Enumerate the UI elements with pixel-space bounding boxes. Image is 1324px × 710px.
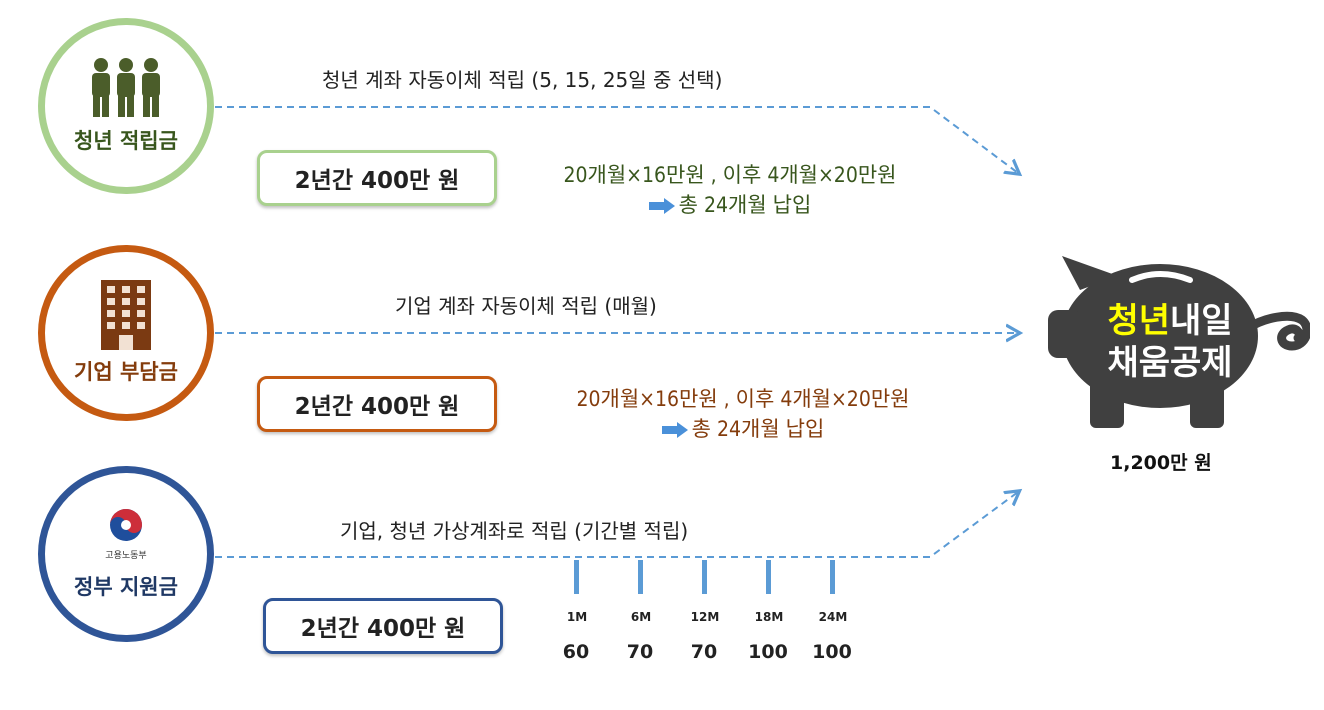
youth-detail-line1: 20개월×16만원 , 이후 4개월×20만원 xyxy=(563,163,897,187)
schedule-tick-6m xyxy=(638,560,643,594)
schedule-month: 1M xyxy=(566,610,588,624)
company-detail-line1: 20개월×16만원 , 이후 4개월×20만원 xyxy=(576,387,910,411)
piggy-bank-icon xyxy=(1048,256,1310,428)
piggy-bank-label-rest: 내일 xyxy=(1170,301,1233,341)
schedule-tick-12m xyxy=(702,560,707,594)
company-detail-line2: 총 24개월 납입 xyxy=(691,417,825,441)
schedule-month: 12M xyxy=(690,610,720,624)
government-org-name: 고용노동부 xyxy=(105,550,147,561)
company-flow-label: 기업 계좌 자동이체 적립 (매월) xyxy=(395,294,657,318)
government-support-title: 정부 지원금 xyxy=(74,574,178,599)
youth-savings-title: 청년 적립금 xyxy=(74,129,178,153)
youth-detail-line2: 총 24개월 납입 xyxy=(678,193,812,217)
company-detail: 20개월×16만원 , 이후 4개월×20만원 총 24개월 납입 xyxy=(548,384,938,444)
government-emblem-icon xyxy=(110,508,142,541)
right-arrow-icon xyxy=(661,422,688,438)
youth-amount-box: 2년간 400만 원 xyxy=(257,150,497,206)
government-support-circle: 고용노동부 정부 지원금 xyxy=(38,466,214,642)
arrow-youth xyxy=(215,106,1018,173)
government-amount: 2년간 400만 원 xyxy=(300,616,466,642)
schedule-month: 18M xyxy=(754,610,784,624)
arrow-government xyxy=(215,492,1018,558)
schedule-tick-18m xyxy=(766,560,771,594)
piggy-bank-label: 청년내일 채움공제 xyxy=(1080,300,1260,384)
government-flow-label: 기업, 청년 가상계좌로 적립 (기간별 적립) xyxy=(340,519,689,543)
government-amount-box: 2년간 400만 원 xyxy=(263,598,503,654)
schedule-value: 100 xyxy=(748,641,788,663)
company-amount: 2년간 400만 원 xyxy=(294,394,460,420)
schedule-month: 24M xyxy=(818,610,848,624)
youth-flow-label: 청년 계좌 자동이체 적립 (5, 15, 25일 중 선택) xyxy=(322,68,723,92)
schedule-tick-1m xyxy=(574,560,579,594)
schedule-month: 6M xyxy=(630,610,652,624)
building-icon xyxy=(101,280,151,350)
schedule-value: 100 xyxy=(812,641,852,663)
piggy-bank-label-highlight: 청년 xyxy=(1107,301,1170,341)
youth-amount: 2년간 400만 원 xyxy=(294,168,460,194)
people-icon xyxy=(92,58,160,117)
company-amount-box: 2년간 400만 원 xyxy=(257,376,497,432)
total-amount: 1,200만 원 xyxy=(1110,452,1212,474)
youth-savings-circle: 청년 적립금 xyxy=(38,18,214,194)
right-arrow-icon xyxy=(648,198,675,214)
company-contribution-circle: 기업 부담금 xyxy=(38,245,214,421)
schedule-value: 60 xyxy=(562,641,590,663)
company-contribution-title: 기업 부담금 xyxy=(74,360,178,384)
piggy-bank-label-line2: 채움공제 xyxy=(1107,343,1233,383)
schedule-value: 70 xyxy=(690,641,718,663)
schedule-tick-24m xyxy=(830,560,835,594)
schedule-value: 70 xyxy=(626,641,654,663)
youth-detail: 20개월×16만원 , 이후 4개월×20만원 총 24개월 납입 xyxy=(535,160,925,220)
